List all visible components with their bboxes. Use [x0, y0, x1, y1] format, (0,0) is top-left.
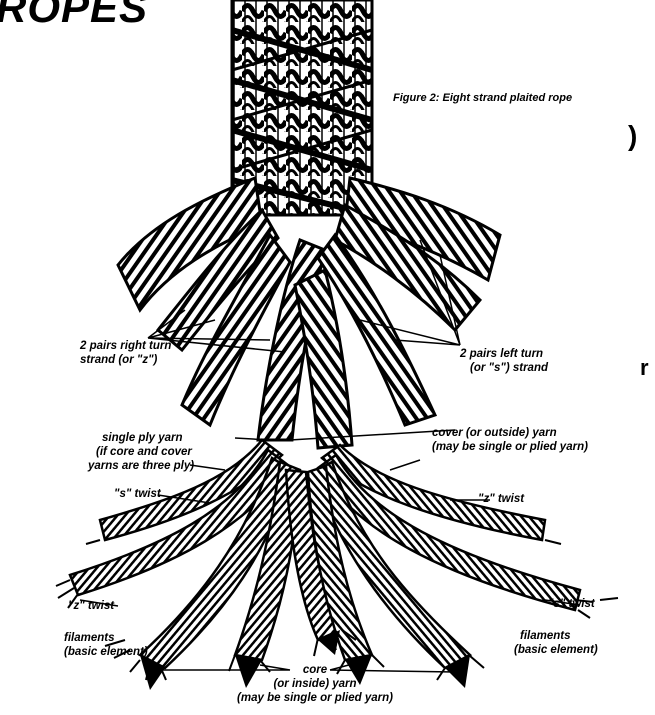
label-core-line3: (may be single or plied yarn) — [200, 692, 430, 705]
label-right-turn-line1: 2 pairs right turn — [80, 340, 171, 353]
label-filaments-right-line2: (basic element) — [514, 644, 598, 657]
cropped-text-fragment: ) — [628, 120, 637, 152]
left-turn-strands — [295, 178, 500, 448]
label-cover-line2: (may be single or plied yarn) — [432, 441, 588, 454]
label-core-line2: (or inside) yarn — [220, 678, 410, 691]
label-right-turn-line2: strand (or "z") — [80, 354, 157, 367]
right-turn-strands — [118, 178, 325, 440]
label-cover-line1: cover (or outside) yarn — [432, 427, 557, 440]
label-filaments-right-line1: filaments — [520, 630, 571, 643]
label-s-twist-left: "s" twist — [114, 488, 161, 501]
label-filaments-left-line2: (basic element) — [64, 646, 148, 659]
label-core-line1: core — [220, 664, 410, 677]
label-s-twist-right: "s" twist — [548, 598, 595, 611]
figure-caption: Figure 2: Eight strand plaited rope — [393, 92, 572, 105]
label-left-turn-line1: 2 pairs left turn — [460, 348, 543, 361]
label-left-turn-line2: (or "s") strand — [470, 362, 548, 375]
label-filaments-left-line1: filaments — [64, 632, 115, 645]
page-heading-fragment: ROPES — [0, 0, 148, 32]
label-z-twist-left: "z" twist — [68, 600, 114, 613]
label-single-ply-line2: (if core and cover — [96, 446, 192, 459]
label-single-ply-line3: yarns are three ply) — [88, 460, 194, 473]
cropped-text-fragment: r — [640, 355, 649, 381]
label-z-twist-right: "z" twist — [478, 493, 524, 506]
label-single-ply-line1: single ply yarn — [102, 432, 183, 445]
